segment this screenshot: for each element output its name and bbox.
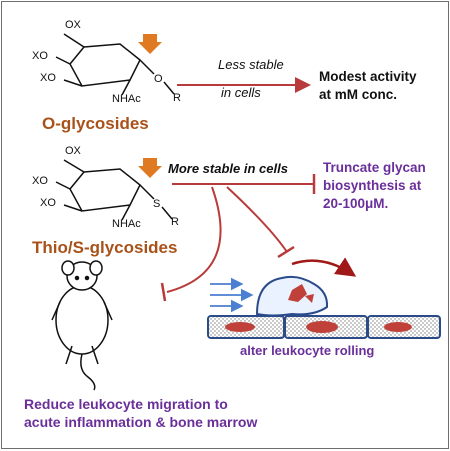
nuclei	[225, 321, 412, 333]
inhibit-migration	[166, 186, 222, 293]
s-result-1: Truncate glycan	[323, 160, 426, 175]
bond-r	[163, 81, 175, 95]
s-result-3: 20-100μM.	[323, 196, 389, 211]
o-arrow-text-2: in cells	[221, 85, 261, 100]
s-arrow-text: More stable in cells	[168, 161, 288, 176]
migration-label-2: acute inflammation & bone marrow	[24, 414, 258, 430]
s-substituent-r: R	[171, 216, 179, 228]
flow-arrows	[210, 277, 254, 313]
cleavage-arrow-icon	[138, 158, 162, 178]
bond-ch2	[63, 33, 85, 48]
o-glycoside-label: O-glycosides	[42, 114, 149, 133]
bond-glycosidic	[139, 59, 155, 75]
leukocyte-icon	[255, 275, 329, 317]
o-substituent-xo-1: XO	[32, 50, 48, 62]
bond-nhac	[121, 79, 131, 96]
migration-label-1: Reduce leukocyte migration to	[24, 396, 228, 412]
o-result-1: Modest activity	[319, 69, 417, 84]
o-substituent-ox: OX	[65, 19, 81, 31]
o-substituent-o: O	[154, 73, 163, 85]
mouse-icon	[51, 260, 113, 391]
s-substituent-xo-1: XO	[32, 175, 48, 187]
o-arrow-text-1: Less stable	[218, 57, 284, 72]
inhibit-rolling	[226, 186, 288, 253]
o-substituent-r: R	[173, 92, 181, 104]
rolling-arrow	[291, 257, 357, 277]
pyranose-ring	[69, 168, 141, 212]
endothelial-layer	[207, 315, 441, 339]
s-substituent-ox: OX	[65, 145, 81, 157]
s-glycoside-structure	[55, 159, 173, 221]
s-glycoside-label: Thio/S-glycosides	[32, 238, 178, 257]
s-substituent-s: S	[153, 198, 161, 210]
rolling-label: alter leukocyte rolling	[240, 343, 375, 358]
s-substituent-nhac: NHAc	[112, 218, 141, 230]
o-substituent-xo-2: XO	[40, 72, 56, 84]
o-substituent-nhac: NHAc	[112, 93, 141, 105]
s-substituent-xo-2: XO	[40, 197, 56, 209]
o-glycoside-structure	[55, 33, 175, 96]
o-result-2: at mM conc.	[319, 87, 398, 102]
pyranose-ring	[69, 43, 141, 87]
cleavage-arrow-icon	[138, 34, 162, 54]
s-result-2: biosynthesis at	[323, 178, 422, 193]
